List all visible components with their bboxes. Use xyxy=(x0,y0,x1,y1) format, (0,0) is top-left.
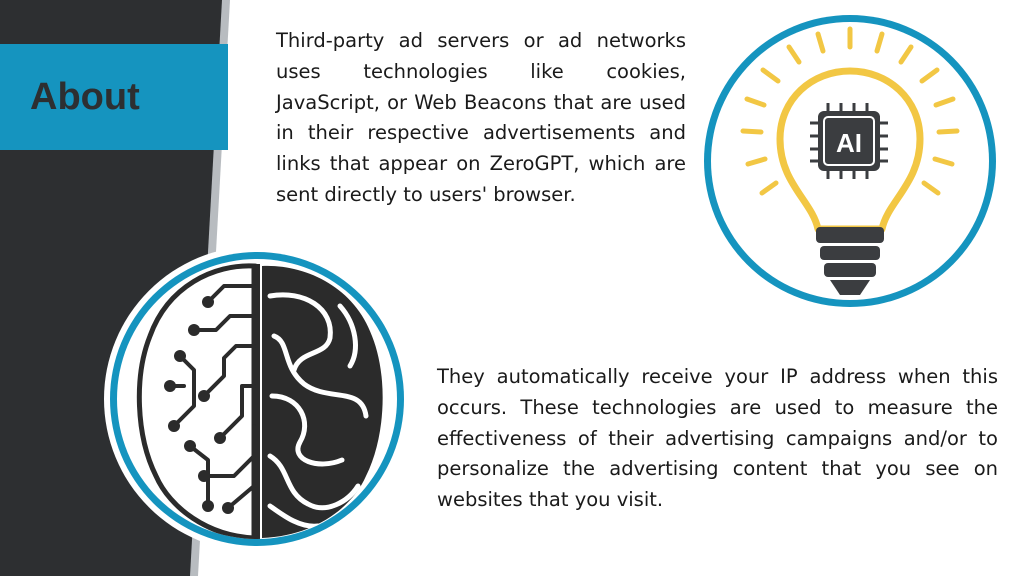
about-banner xyxy=(0,44,228,150)
brain-circuit-icon xyxy=(104,246,410,552)
brain-left-lobe xyxy=(136,263,257,539)
detail-paragraph: They automatically receive your IP addre… xyxy=(437,365,998,512)
light-rays xyxy=(740,26,960,196)
bulb-outline xyxy=(776,67,924,233)
brain-folds xyxy=(267,292,369,529)
ai-chip: AI xyxy=(810,103,888,179)
circuit-nodes xyxy=(164,296,234,514)
chip-label: AI xyxy=(836,128,862,158)
page-title: About xyxy=(30,76,140,118)
bulb-base xyxy=(816,227,884,295)
intro-paragraph: Third-party ad servers or ad networks us… xyxy=(276,29,686,206)
lightbulb-ai-icon: AI xyxy=(704,15,996,307)
